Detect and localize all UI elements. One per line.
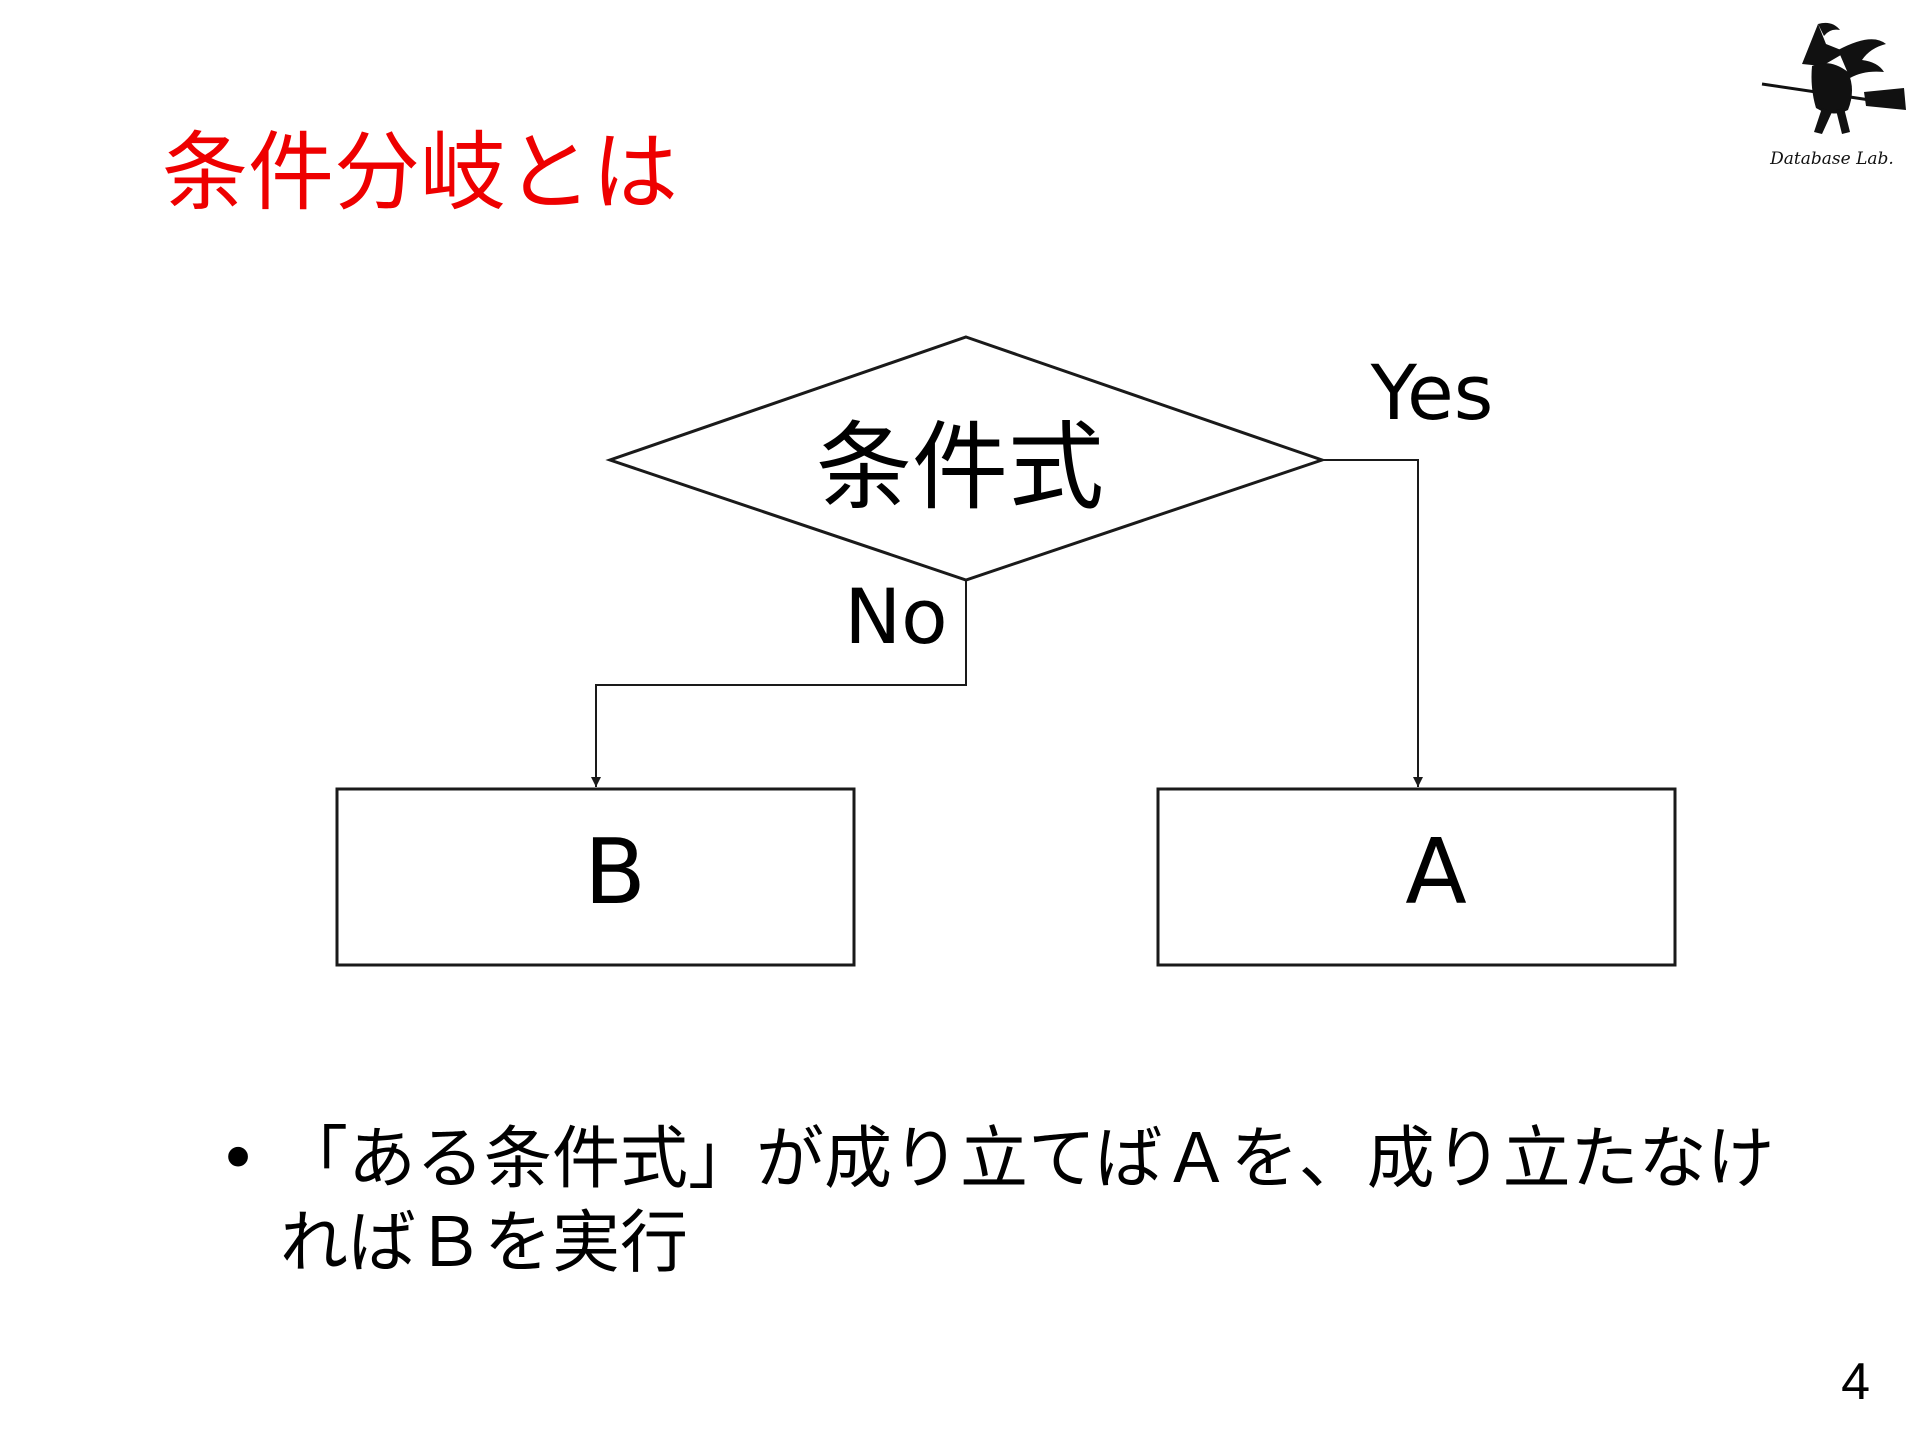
bullet-marker: • bbox=[218, 1120, 259, 1199]
box-a-label: A bbox=[1405, 820, 1467, 925]
logo-text: Database Lab. bbox=[1769, 149, 1894, 169]
box-b-label: B bbox=[584, 820, 646, 925]
bullet-text: 「ある条件式」が成り立てばＡを、成り立たなければＢを実行 bbox=[280, 1120, 1775, 1283]
decision-label: 条件式 bbox=[816, 411, 1104, 523]
no-label: No bbox=[844, 572, 947, 661]
process-box-b bbox=[335, 787, 856, 967]
witch-on-broom-icon: Database Lab. bbox=[1761, 22, 1906, 169]
process-box-a bbox=[1156, 787, 1677, 967]
page-number: 4 bbox=[1841, 1353, 1870, 1411]
slide-title: 条件分岐とは bbox=[162, 123, 678, 223]
no-connector bbox=[591, 580, 967, 787]
yes-connector bbox=[1322, 459, 1423, 787]
database-lab-logo: Database Lab. bbox=[1752, 14, 1912, 174]
yes-label: Yes bbox=[1370, 348, 1494, 437]
